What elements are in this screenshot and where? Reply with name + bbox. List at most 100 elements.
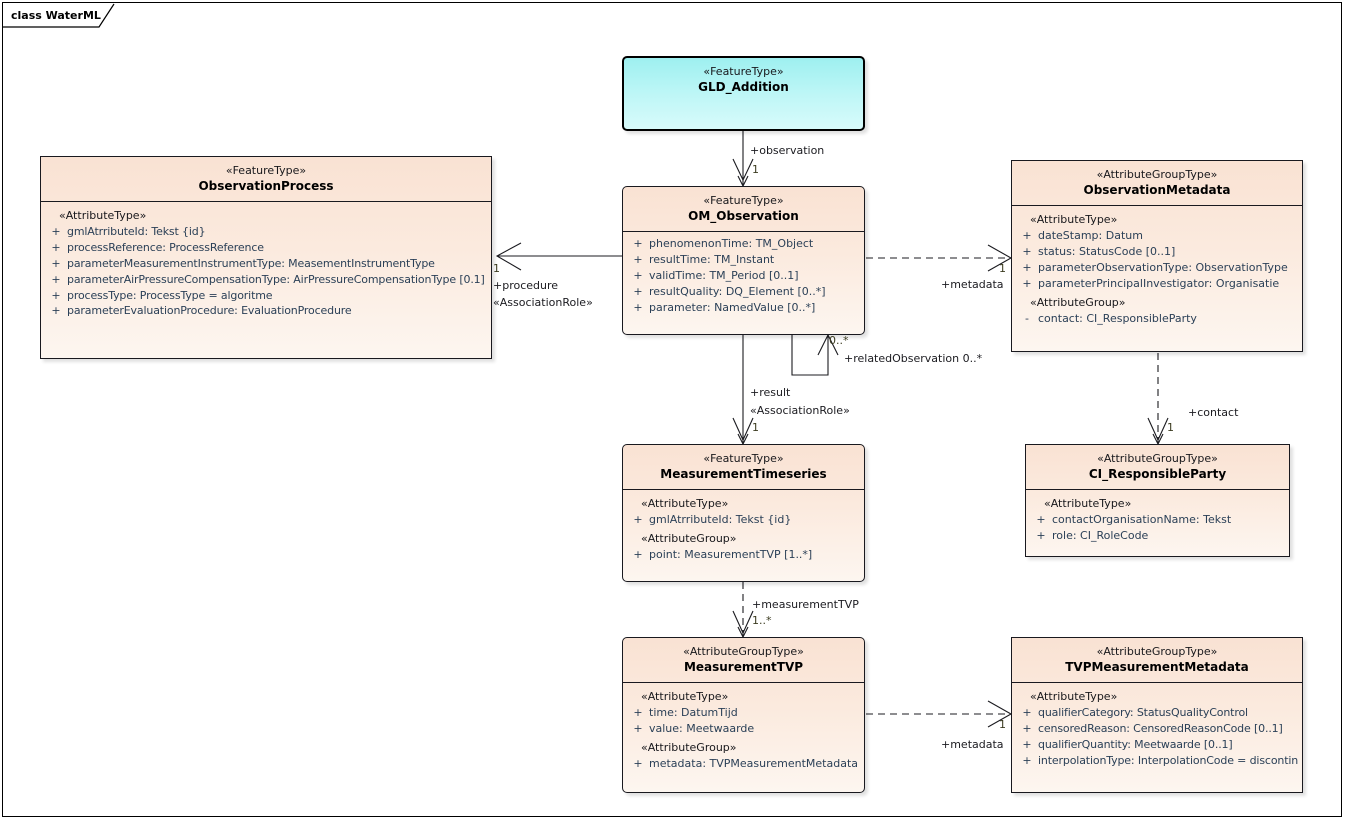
attribute-row: + validTime: TM_Period [0..1] — [627, 268, 860, 284]
diagram-frame-tab: class WaterML — [2, 2, 127, 28]
class-measurement-timeseries[interactable]: «FeatureType» MeasurementTimeseries «Att… — [622, 444, 865, 582]
attribute-text: qualifierCategory: StatusQualityControl — [1038, 705, 1248, 719]
class-stereotype: «FeatureType» — [703, 194, 784, 207]
visibility-marker: + — [633, 252, 643, 266]
connector-label-procedure-role: +procedure — [493, 279, 559, 292]
connector-mult-contact: 1 — [1167, 421, 1174, 434]
attribute-row: + parameterEvaluationProcedure: Evaluati… — [45, 303, 487, 319]
attribute-row: + processReference: ProcessReference — [45, 240, 487, 256]
visibility-marker: + — [51, 288, 61, 302]
attribute-text: time: DatumTijd — [649, 705, 738, 719]
visibility-marker: + — [633, 236, 643, 250]
class-stereotype: «FeatureType» — [225, 164, 307, 177]
attribute-text: processType: ProcessType = algoritme — [67, 288, 273, 302]
class-stereotype: «FeatureType» — [703, 452, 784, 465]
class-attributes: «AttributeType» + gmlAtrributeId: Tekst … — [623, 490, 864, 571]
attribute-row: + gmlAtrributeId: Tekst {id} — [627, 512, 860, 528]
class-tvp-measurement-metadata[interactable]: «AttributeGroupType» TVPMeasurementMetad… — [1011, 637, 1303, 793]
class-name: CI_ResponsibleParty — [1088, 466, 1227, 481]
connector-mult-relatedobservation: 0..* — [829, 334, 849, 347]
class-attributes: «AttributeType» + contactOrganisationNam… — [1026, 490, 1289, 552]
attribute-text: parameterMeasurementInstrumentType: Meas… — [67, 256, 435, 270]
attribute-row: + resultTime: TM_Instant — [627, 252, 860, 268]
attribute-row: + dateStamp: Datum — [1016, 228, 1298, 244]
class-divider — [1012, 204, 1302, 206]
attribute-row: + contactOrganisationName: Tekst — [1030, 512, 1285, 528]
visibility-marker: - — [1025, 311, 1029, 325]
attribute-row: + parameter: NamedValue [0..*] — [627, 300, 860, 316]
attribute-text: validTime: TM_Period [0..1] — [649, 268, 799, 282]
attribute-text: censoredReason: CensoredReasonCode [0..1… — [1038, 721, 1283, 735]
class-om-observation[interactable]: «FeatureType» OM_Observation + phenomeno… — [622, 186, 865, 335]
visibility-marker: + — [633, 268, 643, 282]
class-observation-metadata[interactable]: «AttributeGroupType» ObservationMetadata… — [1011, 160, 1303, 352]
class-header: «AttributeGroupType» CI_ResponsibleParty — [1026, 445, 1289, 489]
class-stereotype: «AttributeGroupType» — [1096, 168, 1218, 181]
attribute-text: interpolationType: InterpolationCode = d… — [1038, 753, 1298, 767]
connector-mult-observation: 1 — [752, 163, 759, 176]
connector-mult-procedure: 1 — [493, 262, 500, 275]
connector-label-contact-role: +contact — [1188, 406, 1239, 419]
connector-label-procedure-stereotype: «AssociationRole» — [493, 296, 593, 309]
attribute-text: contact: CI_ResponsibleParty — [1038, 311, 1197, 325]
attribute-text: resultTime: TM_Instant — [649, 252, 775, 266]
attribute-row: + parameterObservationType: ObservationT… — [1016, 260, 1298, 276]
attribute-group-label: «AttributeGroup» — [1030, 295, 1126, 309]
class-attributes: «AttributeType» + time: DatumTijd + valu… — [623, 683, 864, 780]
attribute-row: + resultQuality: DQ_Element [0..*] — [627, 284, 860, 300]
attribute-row: + value: Meetwaarde — [627, 721, 860, 737]
attribute-row: + processType: ProcessType = algoritme — [45, 288, 487, 304]
attribute-group-label: «AttributeType» — [1044, 496, 1132, 510]
visibility-marker: + — [633, 705, 643, 719]
connector-label-metadata-tvp-role: +metadata — [941, 738, 1004, 751]
class-header: «FeatureType» GLD_Addition — [624, 58, 863, 102]
class-header: «AttributeGroupType» MeasurementTVP — [623, 638, 864, 682]
visibility-marker: + — [1022, 260, 1032, 274]
attribute-group-label: «AttributeType» — [1030, 212, 1118, 226]
connector-mult-metadata-tvp: 1 — [999, 718, 1006, 731]
connector-label-relatedobservation-role: +relatedObservation 0..* — [844, 352, 983, 365]
class-divider — [1012, 681, 1302, 683]
connector-observation — [732, 131, 754, 188]
attribute-text: parameterAirPressureCompensationType: Ai… — [67, 272, 485, 286]
class-name: ObservationMetadata — [1083, 182, 1231, 197]
visibility-marker: + — [51, 272, 61, 286]
connector-relatedobservation — [791, 333, 839, 376]
attribute-group-label: «AttributeType» — [1030, 689, 1118, 703]
class-stereotype: «AttributeGroupType» — [1096, 645, 1218, 658]
attribute-text: parameter: NamedValue [0..*] — [649, 300, 816, 314]
class-divider — [623, 681, 864, 683]
attribute-text: status: StatusCode [0..1] — [1038, 244, 1176, 258]
class-ci-responsibleparty[interactable]: «AttributeGroupType» CI_ResponsibleParty… — [1025, 444, 1290, 557]
connector-mult-measurementtvp: 1..* — [752, 614, 772, 627]
class-name: MeasurementTVP — [683, 659, 804, 674]
connector-label-result-role: +result — [750, 386, 791, 399]
attribute-text: qualifierQuantity: Meetwaarde [0..1] — [1038, 737, 1233, 751]
visibility-marker: + — [1022, 705, 1032, 719]
visibility-marker: + — [51, 224, 61, 238]
attribute-text: point: MeasurementTVP [1..*] — [649, 547, 813, 561]
attribute-row: + qualifierQuantity: Meetwaarde [0..1] — [1016, 737, 1298, 753]
attribute-row: + point: MeasurementTVP [1..*] — [627, 547, 860, 563]
attribute-text: processReference: ProcessReference — [67, 240, 264, 254]
attribute-text: gmlAtrributeId: Tekst {id} — [67, 224, 206, 238]
attribute-group-label: «AttributeGroup» — [641, 740, 737, 754]
attribute-row: + phenomenonTime: TM_Object — [627, 236, 860, 252]
attribute-text: dateStamp: Datum — [1038, 228, 1143, 242]
attribute-text: parameterObservationType: ObservationTyp… — [1038, 260, 1288, 274]
attribute-group-label: «AttributeType» — [641, 689, 729, 703]
class-observation-process[interactable]: «FeatureType» ObservationProcess «Attrib… — [40, 156, 492, 359]
attribute-row: + status: StatusCode [0..1] — [1016, 244, 1298, 260]
class-gld-addition[interactable]: «FeatureType» GLD_Addition — [622, 56, 865, 131]
visibility-marker: + — [633, 721, 643, 735]
class-measurement-tvp[interactable]: «AttributeGroupType» MeasurementTVP «Att… — [622, 637, 865, 793]
visibility-marker: + — [633, 547, 643, 561]
visibility-marker: + — [1022, 276, 1032, 290]
attribute-group-label: «AttributeType» — [59, 208, 147, 222]
class-name: TVPMeasurementMetadata — [1065, 659, 1249, 674]
connector-label-measurementtvp-role: +measurementTVP — [752, 598, 859, 611]
visibility-marker: + — [1022, 721, 1032, 735]
attribute-row: - contact: CI_ResponsibleParty — [1016, 311, 1298, 327]
connector-measurementtvp — [732, 582, 754, 639]
